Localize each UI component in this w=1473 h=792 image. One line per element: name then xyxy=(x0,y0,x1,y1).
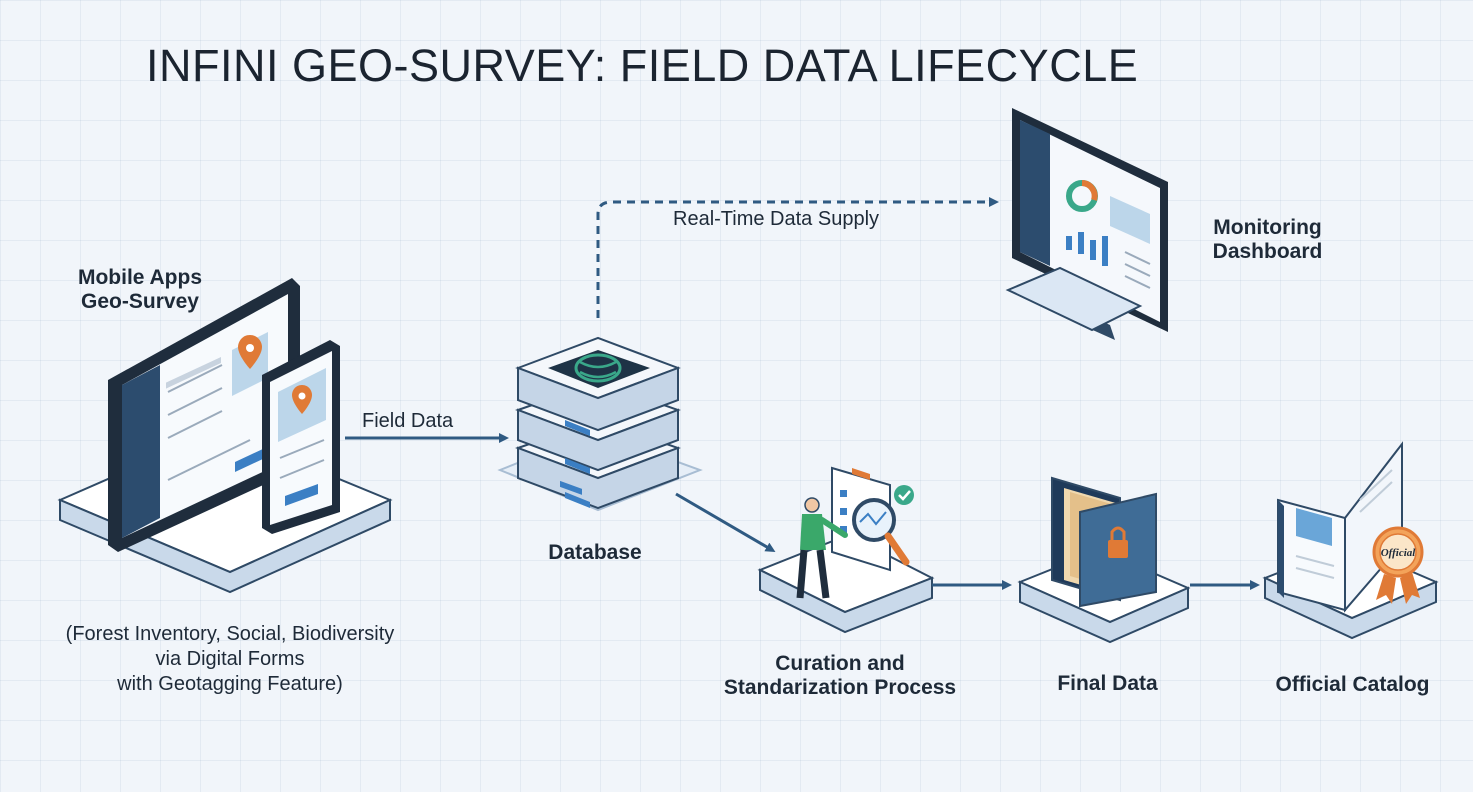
mobile-apps-label-line2: Geo-Survey xyxy=(81,290,199,313)
mobile-apps-label-line1: Mobile Apps xyxy=(77,266,203,289)
database-node xyxy=(497,336,703,512)
curation-label: Curation and Standarization Process xyxy=(690,652,990,700)
official-catalog-node: Official xyxy=(1262,441,1439,640)
book-icon xyxy=(1277,441,1403,613)
arrow-realtime-supply xyxy=(596,197,999,318)
database-label: Database xyxy=(548,541,642,564)
mobile-apps-label: Mobile Apps Geo-Survey xyxy=(40,266,240,314)
seal-text: Official xyxy=(1381,547,1417,559)
curation-label-line1: Curation and xyxy=(775,652,905,675)
arrow-to-curation xyxy=(675,492,776,553)
database-logo-icon xyxy=(574,353,622,383)
curation-label-line2: Standarization Process xyxy=(723,676,957,699)
final-data-node xyxy=(1017,476,1191,644)
flow-arrows xyxy=(345,197,1260,590)
dashboard-label-line1: Monitoring xyxy=(1213,216,1322,239)
checkmark-icon xyxy=(894,485,914,505)
monitor-icon xyxy=(1005,108,1168,340)
lock-icon xyxy=(1108,540,1128,558)
mobile-apps-description: (Forest Inventory, Social, Biodiversity … xyxy=(20,622,440,697)
official-seal-icon: Official xyxy=(1372,526,1424,604)
tablet-device-icon xyxy=(108,278,300,552)
official-catalog-label: Official Catalog xyxy=(1275,673,1430,696)
database-server-icon xyxy=(515,336,681,510)
secure-folder-icon xyxy=(1051,476,1157,608)
description-line2: via Digital Forms xyxy=(155,648,305,670)
final-data-label: Final Data xyxy=(1057,672,1158,695)
field-data-label: Field Data xyxy=(362,410,454,432)
page-title: INFINI GEO-SURVEY: FIELD DATA LIFECYCLE xyxy=(146,40,1139,91)
monitoring-dashboard-label: Monitoring Dashboard xyxy=(1185,216,1350,264)
description-line1: (Forest Inventory, Social, Biodiversity xyxy=(65,623,395,645)
description-line3: with Geotagging Feature) xyxy=(117,673,343,695)
monitoring-dashboard-node xyxy=(1005,108,1168,340)
curation-node xyxy=(757,466,935,634)
mobile-apps-node xyxy=(57,278,393,594)
dashboard-label-line2: Dashboard xyxy=(1212,240,1323,263)
person-figure-icon xyxy=(796,497,848,599)
phone-device-icon xyxy=(262,340,340,534)
realtime-supply-label: Real-Time Data Supply xyxy=(673,208,880,230)
